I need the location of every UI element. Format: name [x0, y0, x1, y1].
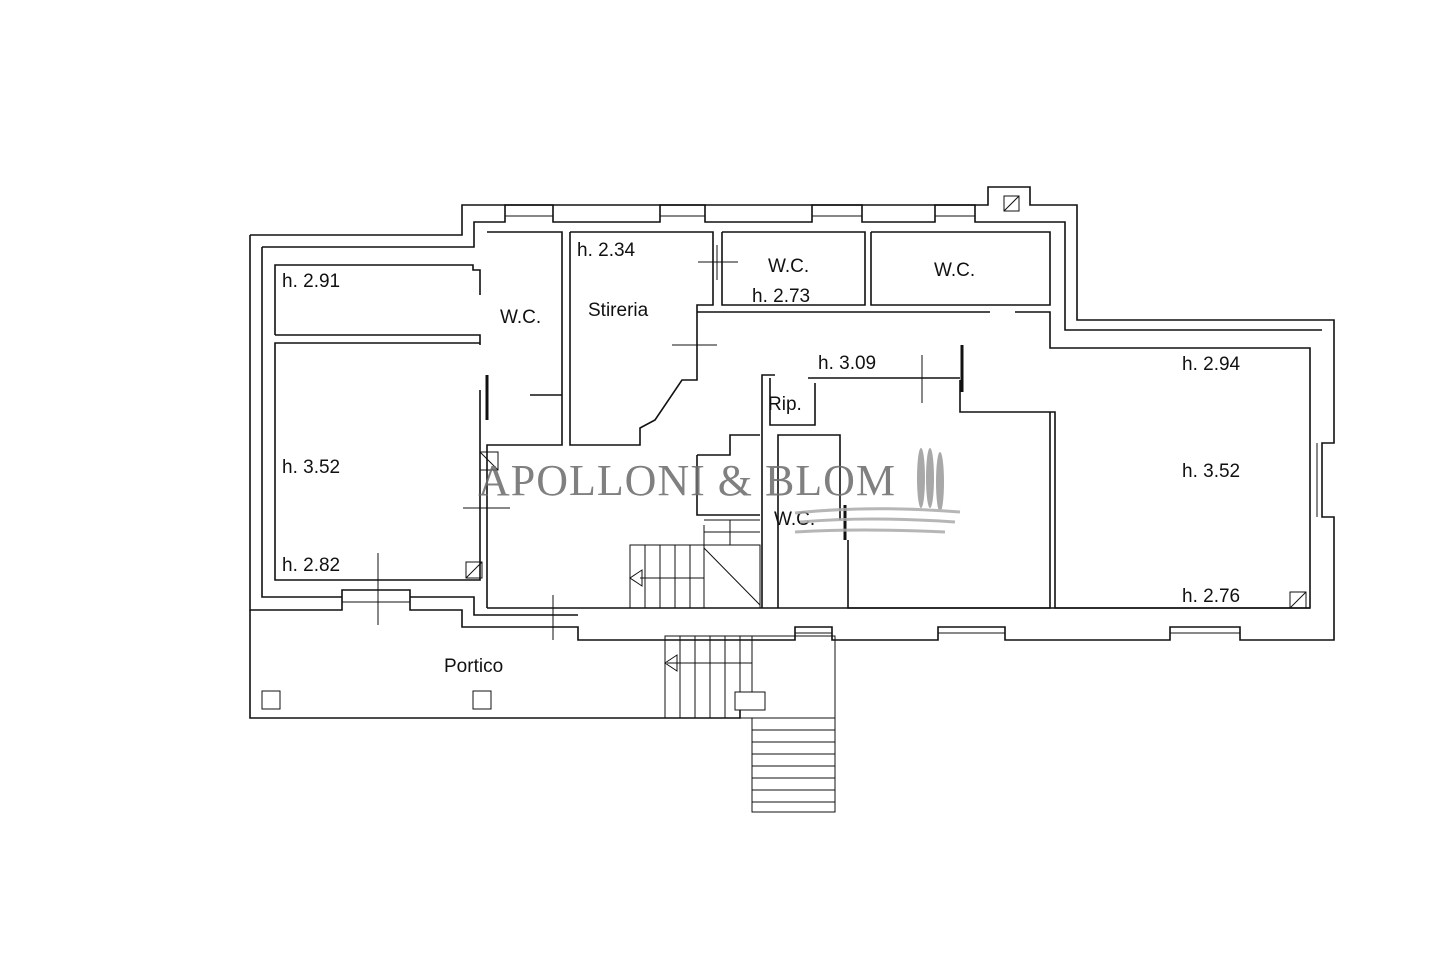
room-name-wc-left: W.C.	[500, 307, 541, 328]
room-name-rip: Rip.	[768, 394, 802, 415]
height-label-left-big-2: h. 2.82	[282, 555, 340, 576]
height-label-stireria: h. 2.34	[577, 240, 636, 261]
wave-lines-icon	[794, 507, 961, 534]
room-labels: h. 2.91 h. 3.52 h. 2.82 W.C. h. 2.34 Sti…	[282, 240, 1241, 677]
interior-stairs	[629, 519, 761, 609]
height-label-left-top: h. 2.91	[282, 271, 340, 292]
height-label-left-big: h. 3.52	[282, 457, 340, 478]
room-name-stireria: Stireria	[588, 300, 649, 321]
watermark-text: APOLLONI & BLOM	[478, 456, 896, 505]
room-name-wc-mid: W.C.	[768, 256, 809, 277]
height-label-right-bottom: h. 2.76	[1182, 586, 1240, 607]
door-markers	[377, 245, 940, 640]
cypress-trees-icon	[917, 448, 944, 512]
outer-walls	[249, 186, 1335, 641]
interior-walls	[274, 231, 1311, 609]
watermark-logo: APOLLONI & BLOM	[478, 448, 961, 534]
room-name-wc-center: W.C.	[774, 509, 815, 530]
height-label-right-mid: h. 3.52	[1182, 461, 1240, 482]
room-name-portico: Portico	[444, 656, 503, 677]
portico-area	[249, 610, 836, 813]
room-name-wc-right: W.C.	[934, 260, 975, 281]
height-label-right-top: h. 2.94	[1182, 354, 1241, 375]
height-label-wc-mid: h. 2.73	[752, 286, 810, 307]
height-label-hall: h. 3.09	[818, 353, 876, 374]
